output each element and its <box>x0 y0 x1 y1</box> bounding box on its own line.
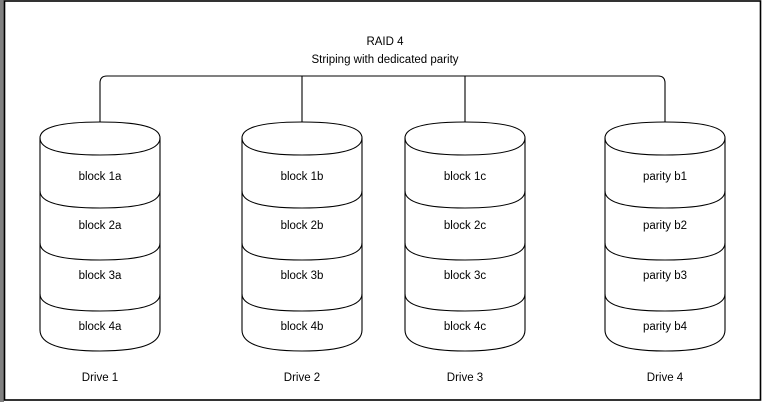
block-separator-1-3 <box>39 293 161 312</box>
drive-label-1: Drive 1 <box>82 372 118 384</box>
block-label: block 1b <box>281 171 324 183</box>
block-label: block 2c <box>444 220 486 232</box>
bus-bar-path <box>99 75 666 130</box>
block-label: block 2a <box>79 220 122 232</box>
block-label: block 1c <box>444 171 486 183</box>
block-label: block 4c <box>444 321 486 333</box>
drive-cylinder-2[interactable]: block 1b block 2b block 3b block 4b <box>241 121 363 352</box>
drive-label-2: Drive 2 <box>284 372 320 384</box>
block-label: parity b2 <box>643 220 687 232</box>
block-separator-2-2 <box>241 242 363 261</box>
drive-label-4: Drive 4 <box>647 372 684 384</box>
block-separator-1-2 <box>39 242 161 261</box>
block-separator-2-3 <box>241 293 363 312</box>
diagram-subtitle: Striping with dedicated parity <box>311 54 458 66</box>
block-label: block 4a <box>79 321 122 333</box>
block-label: block 3c <box>444 270 486 282</box>
block-separator-3-1 <box>404 190 526 209</box>
block-label: parity b4 <box>643 321 688 333</box>
block-separator-1-1 <box>39 190 161 209</box>
block-label: parity b3 <box>643 270 687 282</box>
block-label: block 4b <box>281 321 324 333</box>
drive-label-3: Drive 3 <box>447 372 483 384</box>
block-separator-2-1 <box>241 190 363 209</box>
diagram-title: RAID 4 <box>366 36 404 48</box>
cylinder-top-arc-4 <box>604 137 726 156</box>
block-separator-3-3 <box>404 293 526 312</box>
cylinder-body-3 <box>404 121 526 352</box>
block-label: block 2b <box>281 220 324 232</box>
cylinder-body-4 <box>604 121 726 352</box>
drive-cylinder-3[interactable]: block 1c block 2c block 3c block 4c <box>404 121 526 352</box>
block-label: block 3b <box>281 270 324 282</box>
drive-cylinder-1[interactable]: block 1a block 2a block 3a block 4a <box>39 121 161 352</box>
block-separator-4-1 <box>604 190 726 209</box>
block-separator-3-2 <box>404 242 526 261</box>
cylinder-body-2 <box>241 121 363 352</box>
drive-cylinder-4[interactable]: parity b1 parity b2 parity b3 parity b4 <box>604 121 726 352</box>
block-label: block 1a <box>79 171 122 183</box>
block-separator-4-2 <box>604 242 726 261</box>
frame-left-edge <box>0 0 4 402</box>
block-separator-4-3 <box>604 293 726 312</box>
cylinder-top-arc-2 <box>241 137 363 156</box>
bus-connector <box>99 75 666 130</box>
cylinder-body-1 <box>39 121 161 352</box>
block-label: block 3a <box>79 270 122 282</box>
cylinder-top-arc-1 <box>39 137 161 156</box>
block-label: parity b1 <box>643 171 687 183</box>
cylinder-top-arc-3 <box>404 137 526 156</box>
